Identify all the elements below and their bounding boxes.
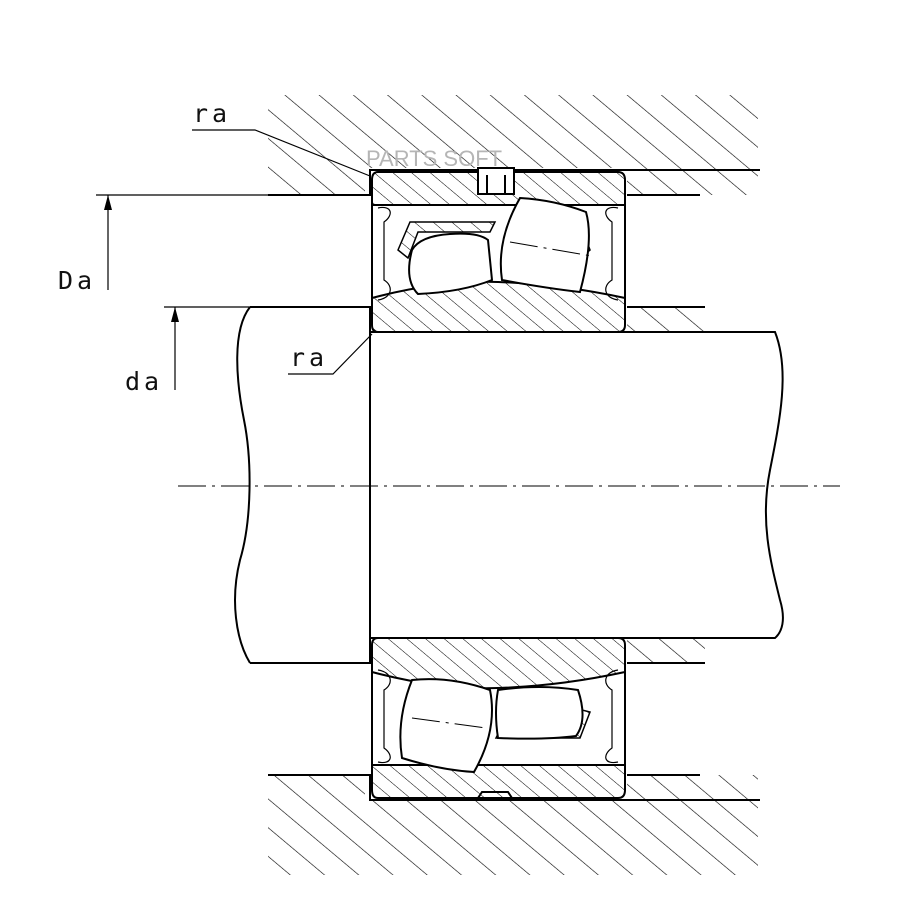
watermark: PARTS SOFT <box>366 146 502 171</box>
leader-ra-inner <box>288 333 373 375</box>
label-ra-inner: ra <box>290 343 328 372</box>
dimension-da <box>164 306 250 390</box>
label-da: da <box>125 367 163 396</box>
shaft <box>234 306 784 664</box>
label-ra-top: ra <box>193 99 231 128</box>
label-Da: Da <box>58 266 96 295</box>
leader-ra-top <box>192 129 371 177</box>
bearing-bottom-half <box>371 637 626 799</box>
bearing-top-half <box>371 167 626 333</box>
dimension-Da <box>96 194 268 290</box>
